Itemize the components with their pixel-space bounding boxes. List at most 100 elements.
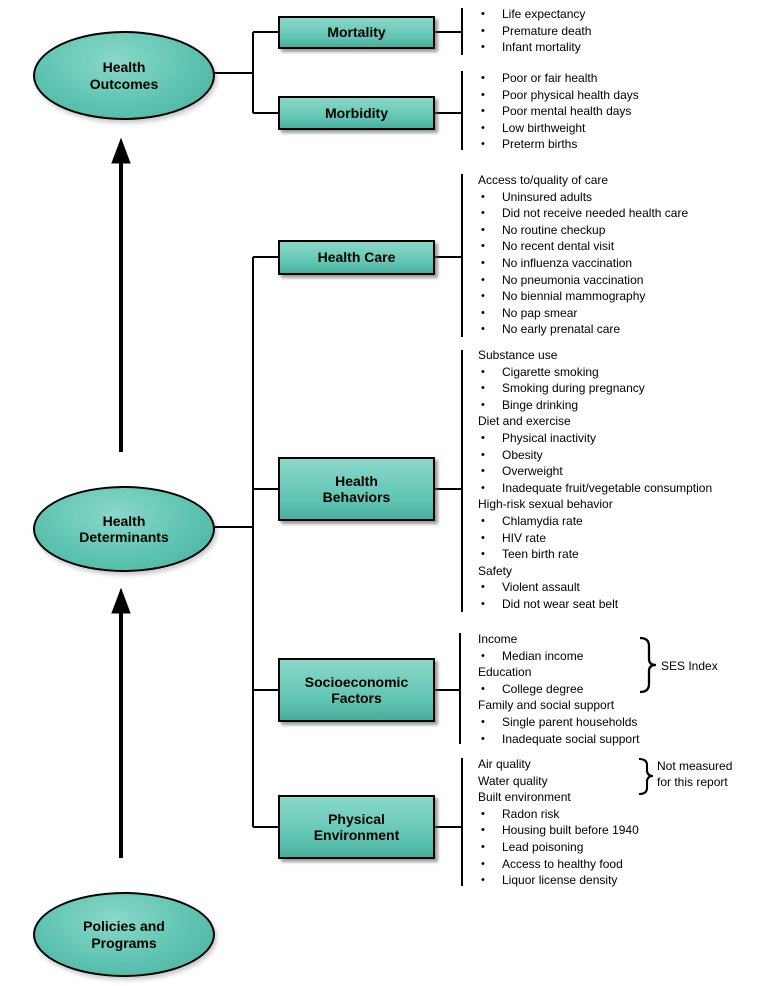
list-item-text: No biennial mammography	[502, 289, 646, 304]
list-item-text: No routine checkup	[502, 222, 606, 237]
up-arrow-policies-to-determinants	[111, 587, 131, 858]
list-item: •Violent assault	[478, 579, 762, 596]
bullet-icon: •	[481, 481, 485, 494]
list-item-text: No pneumonia vaccination	[502, 272, 644, 287]
bullet-icon: •	[481, 465, 485, 478]
list-group-header: Water quality	[478, 773, 762, 790]
list-item: • Poor physical health days	[478, 87, 762, 104]
list-item: •Low birthweight	[478, 120, 762, 137]
list-item-text: Access to/quality of care	[478, 173, 609, 187]
list-item: • Cigarette smoking	[478, 364, 762, 381]
list-item-text: HIV rate	[502, 530, 547, 545]
bullet-icon: •	[481, 190, 485, 203]
list-item-text: Chlamydia rate	[502, 513, 583, 528]
ellipse-health-outcomes: Health Outcomes	[33, 31, 215, 120]
list-item-text: Single parent households	[502, 714, 638, 729]
ses-index-label: SES Index	[661, 659, 718, 673]
bullet-icon: •	[481, 682, 485, 695]
box-health-care-label: Health Care	[317, 249, 396, 266]
box-mortality: Mortality	[278, 16, 435, 49]
list-group-header: Substance use	[478, 347, 762, 364]
list-item: •Life expectancy	[478, 6, 762, 23]
list-item-text: Obesity	[502, 447, 543, 462]
list-item: • No biennial mammography	[478, 288, 762, 305]
box-health-behaviors: Health Behaviors	[278, 457, 435, 521]
outcomes-branch-lines	[211, 8, 463, 150]
mortality-measure-list: •Life expectancy•Premature death•Infant …	[478, 6, 762, 56]
bullet-icon: •	[481, 365, 485, 378]
list-item: • No recent dental visit	[478, 238, 762, 255]
bullet-icon: •	[481, 88, 485, 101]
list-item: • Single parent households	[478, 714, 762, 731]
box-health-behaviors-label: Health Behaviors	[322, 472, 391, 505]
bullet-icon: •	[481, 240, 485, 253]
list-item: •Obesity	[478, 447, 762, 464]
ses-index-brace	[639, 636, 657, 694]
box-morbidity: Morbidity	[278, 96, 435, 130]
ellipse-policies-programs-label: Policies and Programs	[83, 918, 165, 951]
list-item-text: High-risk sexual behavior	[478, 497, 613, 512]
list-item: • Did not receive needed health care	[478, 205, 762, 222]
bullet-icon: •	[481, 41, 485, 54]
box-morbidity-label: Morbidity	[325, 104, 388, 121]
list-item: • Inadequate fruit/vegetable consumption	[478, 480, 762, 497]
ellipse-health-determinants-label: Health Determinants	[79, 512, 169, 545]
list-item-text: Binge drinking	[502, 397, 579, 412]
bullet-icon: •	[481, 382, 485, 395]
bullet-icon: •	[481, 431, 485, 444]
list-item: •Premature death	[478, 23, 762, 40]
bullet-icon: •	[481, 290, 485, 303]
list-item: •Inadequate social support	[478, 731, 762, 748]
bullet-icon: •	[481, 8, 485, 20]
list-item-text: Cigarette smoking	[502, 364, 599, 379]
box-mortality-label: Mortality	[327, 24, 386, 41]
list-item-text: Teen birth rate	[502, 547, 579, 562]
morbidity-measure-list: •Poor or fair health• Poor physical healt…	[478, 70, 762, 153]
list-item-text: Built environment	[478, 790, 571, 805]
ellipse-policies-programs: Policies and Programs	[33, 892, 215, 977]
bullet-icon: •	[481, 581, 485, 594]
list-item-text: No pap smear	[502, 305, 578, 320]
list-item-text: Housing built before 1940	[502, 823, 639, 838]
list-group-header: Access to/quality of care	[478, 172, 762, 189]
list-group-header: Built environment	[478, 789, 762, 806]
bullet-icon: •	[481, 24, 485, 37]
list-item-text: Inadequate fruit/vegetable consumption	[502, 480, 713, 495]
list-item: •Radon risk	[478, 806, 762, 823]
list-item: •Did not wear seat belt	[478, 596, 762, 613]
ellipse-health-determinants: Health Determinants	[33, 486, 215, 572]
box-health-care: Health Care	[278, 240, 435, 275]
list-item: • Binge drinking	[478, 397, 762, 414]
list-group-header: Income	[478, 631, 762, 648]
bullet-icon: •	[481, 72, 485, 84]
bullet-icon: •	[481, 715, 485, 728]
list-item: •Poor or fair health	[478, 70, 762, 87]
health-care-measure-list: Access to/quality of care • Uninsured adul…	[478, 172, 762, 338]
bullet-icon: •	[481, 256, 485, 269]
bullet-icon: •	[481, 514, 485, 527]
list-item-text: Liquor license density	[502, 873, 618, 888]
list-item: • HIV rate	[478, 530, 762, 547]
list-item-text: Uninsured adults	[502, 189, 593, 204]
list-item-text: Smoking during pregnancy	[502, 381, 645, 396]
bullet-icon: •	[481, 398, 485, 411]
bullet-icon: •	[481, 207, 485, 220]
list-item: •No routine checkup	[478, 222, 762, 239]
list-item: •Preterm births	[478, 136, 762, 153]
bullet-icon: •	[481, 857, 485, 870]
list-item: •Infant mortality	[478, 39, 762, 56]
list-item-text: Physical inactivity	[502, 430, 597, 445]
list-item: •No pneumonia vaccination	[478, 272, 762, 289]
list-item-text: Poor physical health days	[502, 87, 639, 102]
list-item-text: No recent dental visit	[502, 239, 615, 254]
list-item-text: Substance use	[478, 348, 558, 362]
list-item-text: Poor mental health days	[502, 104, 632, 119]
list-item-text: Overweight	[502, 464, 563, 479]
bullet-icon: •	[481, 531, 485, 544]
bullet-icon: •	[481, 306, 485, 319]
list-item-text: Did not receive needed health care	[502, 206, 689, 221]
list-item: •Access to healthy food	[478, 856, 762, 873]
list-group-header: Safety	[478, 563, 762, 580]
